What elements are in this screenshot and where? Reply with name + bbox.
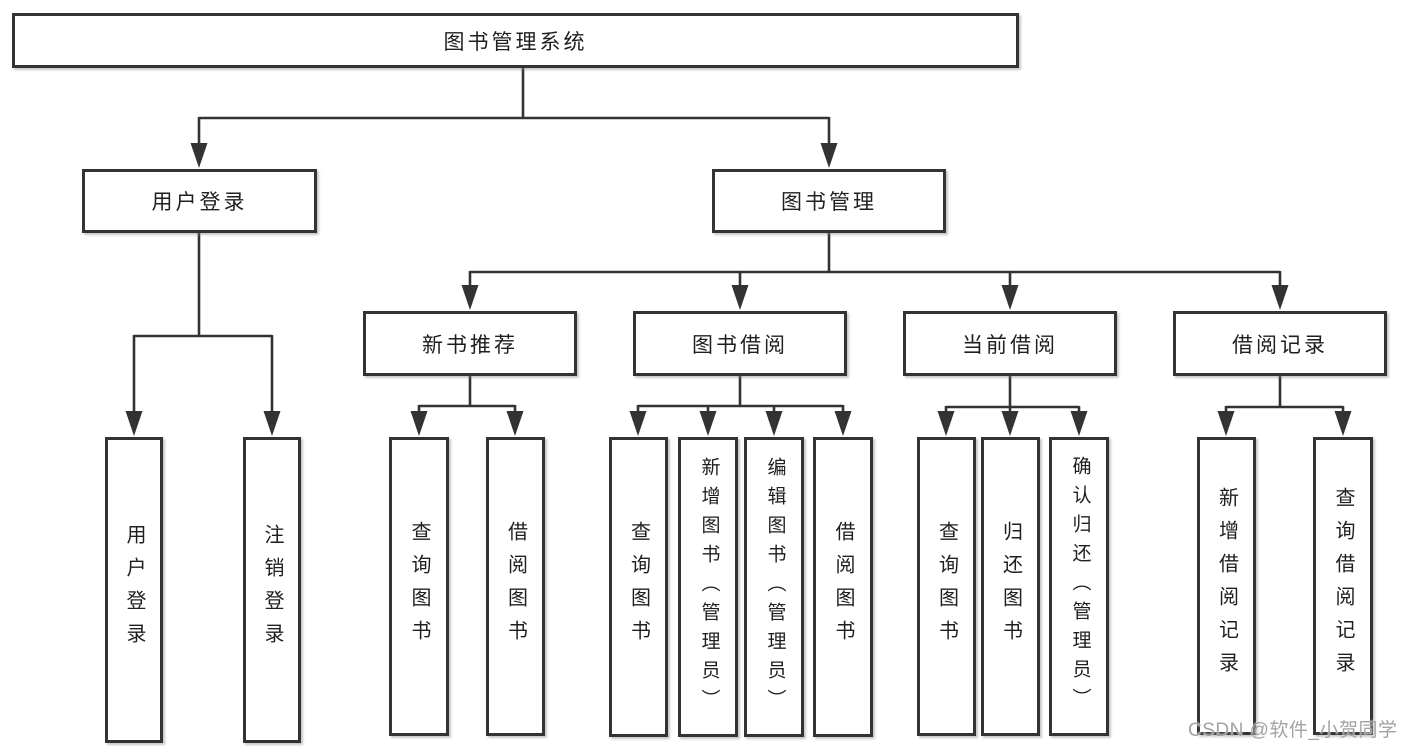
node-current-query-books: 查询图书 <box>917 437 976 736</box>
node-borrowing-borrow-books-label: 借阅图书 <box>832 521 854 653</box>
node-borrowing-borrow-books: 借阅图书 <box>813 437 873 737</box>
node-root: 图书管理系统 <box>12 13 1019 68</box>
node-borrowing-records: 借阅记录 <box>1173 311 1387 376</box>
node-edit-books-admin: 编辑图书（管理员） <box>744 437 804 737</box>
node-recommend-borrow-books: 借阅图书 <box>486 437 545 736</box>
node-recommend-query-books-label: 查询图书 <box>408 520 430 653</box>
node-book-borrowing-label: 图书借阅 <box>692 333 788 357</box>
node-confirm-return-admin: 确认归还（管理员） <box>1049 437 1109 736</box>
node-user-login-label: 用户登录 <box>151 191 248 214</box>
node-return-books: 归还图书 <box>981 437 1040 736</box>
node-root-label: 图书管理系统 <box>443 30 588 54</box>
node-new-book-recommendation: 新书推荐 <box>363 311 577 376</box>
node-borrowing-query-books-label: 查询图书 <box>627 521 650 653</box>
node-book-management-label: 图书管理 <box>781 191 877 214</box>
node-user-login-leaf-label: 用户登录 <box>123 524 145 656</box>
node-borrowing-query-books: 查询图书 <box>609 437 668 737</box>
node-user-login: 用户登录 <box>82 169 317 233</box>
node-book-borrowing: 图书借阅 <box>633 311 847 376</box>
node-book-management: 图书管理 <box>712 169 946 233</box>
node-add-books-admin-label: 新增图书（管理员） <box>698 456 720 718</box>
node-recommend-borrow-books-label: 借阅图书 <box>504 520 527 653</box>
node-query-borrow-record-label: 查询借阅记录 <box>1332 487 1354 685</box>
node-confirm-return-admin-label: 确认归还（管理员） <box>1069 456 1091 717</box>
node-borrowing-records-label: 借阅记录 <box>1232 333 1328 357</box>
node-current-borrowing-label: 当前借阅 <box>962 333 1058 357</box>
node-add-borrow-record: 新增借阅记录 <box>1197 437 1256 735</box>
node-query-borrow-record: 查询借阅记录 <box>1313 437 1373 735</box>
node-current-borrowing: 当前借阅 <box>903 311 1117 376</box>
node-add-books-admin: 新增图书（管理员） <box>678 437 738 737</box>
watermark-text: CSDN @软件_小贺同学 <box>1188 720 1398 741</box>
node-edit-books-admin-label: 编辑图书（管理员） <box>764 456 786 718</box>
node-user-login-leaf: 用户登录 <box>105 437 163 743</box>
node-return-books-label: 归还图书 <box>999 520 1022 653</box>
node-current-query-books-label: 查询图书 <box>935 520 958 653</box>
node-recommend-query-books: 查询图书 <box>389 437 449 736</box>
node-add-borrow-record-label: 新增借阅记录 <box>1215 487 1238 685</box>
node-logout-leaf-label: 注销登录 <box>261 524 283 656</box>
node-new-book-recommendation-label: 新书推荐 <box>422 333 518 357</box>
node-logout-leaf: 注销登录 <box>243 437 301 743</box>
